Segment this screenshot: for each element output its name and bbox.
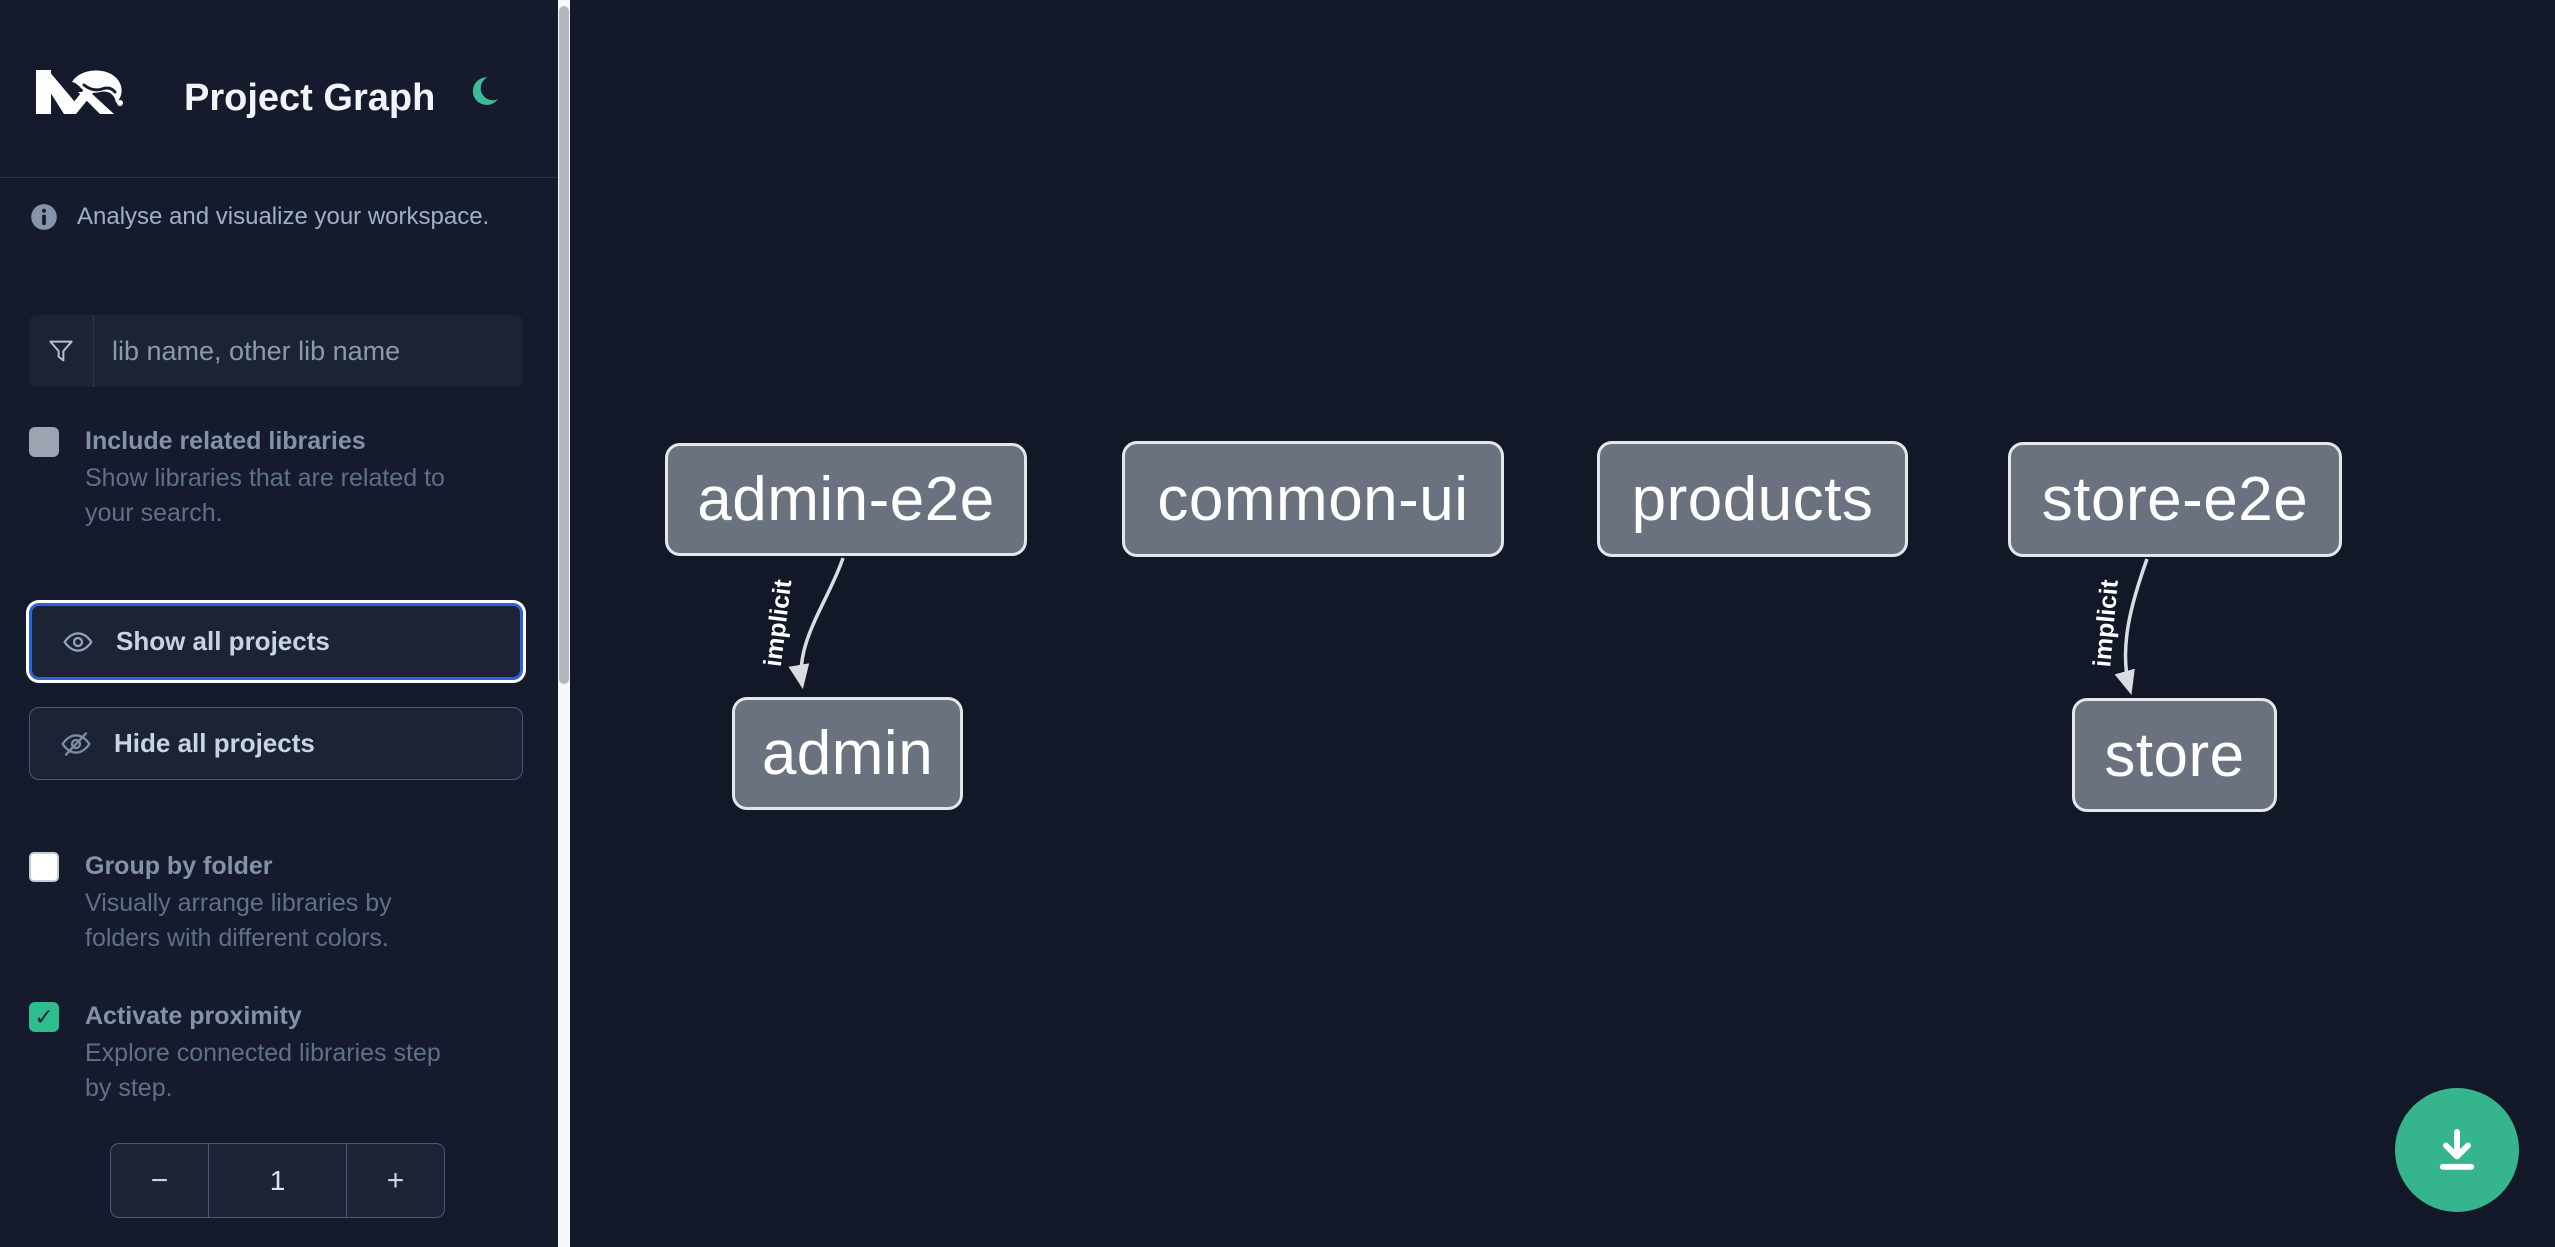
- download-icon: [2439, 1128, 2475, 1170]
- download-graph-button[interactable]: [2395, 1088, 2519, 1212]
- graph-node-admin[interactable]: admin: [732, 697, 963, 810]
- sidebar-scrollbar-thumb[interactable]: [559, 6, 569, 684]
- show-all-projects-label: Show all projects: [116, 626, 330, 656]
- hide-all-projects-button[interactable]: Hide all projects: [29, 707, 523, 780]
- proximity-increment-button[interactable]: +: [347, 1144, 444, 1217]
- toggle-include-related: Include related libraries Show libraries…: [29, 424, 529, 531]
- graph-node-common-ui[interactable]: common-ui: [1122, 441, 1504, 557]
- include-related-checkbox[interactable]: [29, 427, 59, 457]
- checkmark-icon: ✓: [34, 1003, 54, 1030]
- filter-funnel-icon: [29, 315, 94, 387]
- group-by-folder-description: Visually arrange libraries by folders wi…: [85, 889, 392, 952]
- proximity-decrement-button[interactable]: −: [111, 1144, 208, 1217]
- group-by-folder-checkbox[interactable]: [29, 852, 59, 882]
- edge-label: implicit: [759, 577, 798, 668]
- activate-proximity-label: Activate proximity: [85, 1002, 302, 1030]
- theme-toggle-button[interactable]: [466, 72, 508, 114]
- include-related-label: Include related libraries: [85, 427, 366, 455]
- eye-off-icon: [61, 731, 91, 756]
- graph-edge-admin-e2e-admin[interactable]: implicit: [756, 557, 845, 690]
- activate-proximity-checkbox[interactable]: ✓: [29, 1002, 59, 1032]
- sidebar-scrollbar-track[interactable]: [558, 0, 570, 1247]
- toggle-activate-proximity: ✓ Activate proximity Explore connected l…: [29, 999, 529, 1106]
- activate-proximity-description: Explore connected libraries step by step…: [85, 1039, 441, 1102]
- sidebar: Project Graph Analyse and visualize your…: [0, 0, 558, 1247]
- sidebar-header: Project Graph: [0, 0, 558, 178]
- graph-node-store-e2e[interactable]: store-e2e: [2008, 442, 2342, 557]
- workspace-tagline-row: Analyse and visualize your workspace.: [30, 203, 489, 231]
- nx-logo-icon: [36, 70, 123, 114]
- info-icon: [31, 204, 57, 230]
- search-input[interactable]: [94, 315, 523, 387]
- proximity-value: 1: [208, 1144, 347, 1217]
- edge-label: implicit: [2088, 578, 2124, 668]
- graph-edge-store-e2e-store[interactable]: implicit: [2085, 558, 2149, 696]
- show-all-projects-button[interactable]: Show all projects: [29, 603, 523, 680]
- hide-all-projects-label: Hide all projects: [114, 728, 315, 758]
- toggle-group-by-folder: Group by folder Visually arrange librari…: [29, 849, 529, 956]
- graph-node-products[interactable]: products: [1597, 441, 1908, 557]
- proximity-stepper: − 1 +: [110, 1143, 445, 1218]
- graph-node-admin-e2e[interactable]: admin-e2e: [665, 443, 1027, 556]
- graph-node-store[interactable]: store: [2072, 698, 2277, 812]
- group-by-folder-label: Group by folder: [85, 852, 273, 880]
- filter-searchbox: [29, 315, 523, 387]
- eye-icon: [63, 631, 93, 652]
- include-related-description: Show libraries that are related to your …: [85, 464, 445, 527]
- workspace-tagline: Analyse and visualize your workspace.: [77, 203, 490, 230]
- page-title: Project Graph: [184, 77, 436, 119]
- moon-icon: [472, 76, 498, 105]
